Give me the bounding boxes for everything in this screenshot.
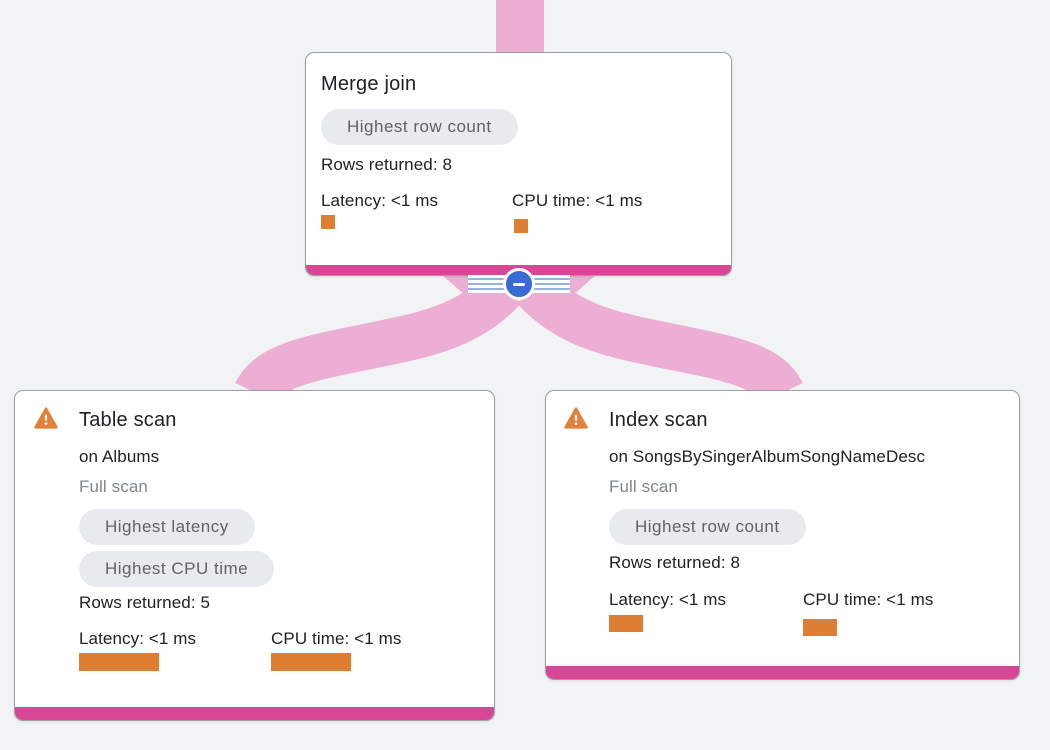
- latency-label: Latency: <1 ms: [321, 191, 439, 210]
- node-index-scan[interactable]: Index scan on SongsBySingerAlbumSongName…: [545, 390, 1020, 680]
- scan-type-label: Full scan: [79, 477, 148, 496]
- scan-type-label: Full scan: [609, 477, 678, 496]
- latency-bar: [79, 653, 159, 671]
- node-merge-join[interactable]: Merge join Highest row count Rows return…: [305, 52, 732, 276]
- cpu-time-label: CPU time: <1 ms: [271, 629, 402, 648]
- node-title: Index scan: [609, 409, 708, 431]
- warning-icon: [564, 407, 588, 429]
- badge-highest-row-count: Highest row count: [321, 109, 518, 145]
- rows-returned-label: Rows returned: 8: [609, 553, 741, 572]
- badge-highest-row-count: Highest row count: [609, 509, 806, 545]
- badge-highest-cpu-time: Highest CPU time: [79, 551, 275, 587]
- node-title: Table scan: [79, 409, 177, 431]
- node-subtitle: on Albums: [79, 447, 160, 466]
- rows-returned-label: Rows returned: 5: [79, 593, 211, 612]
- cpu-time-bar: [803, 619, 837, 636]
- node-table-scan[interactable]: Table scan on Albums Full scan Highest l…: [14, 390, 495, 721]
- latency-bar: [609, 615, 643, 632]
- node-subtitle: on SongsBySingerAlbumSongNameDesc: [609, 447, 926, 466]
- node-accent-bar: [15, 707, 494, 720]
- cpu-time-label: CPU time: <1 ms: [803, 590, 934, 609]
- latency-label: Latency: <1 ms: [609, 590, 727, 609]
- warning-icon: [34, 407, 58, 429]
- node-title: Merge join: [321, 73, 417, 95]
- latency-bar: [321, 215, 335, 229]
- node-accent-bar: [546, 666, 1019, 679]
- cpu-time-bar: [271, 653, 351, 671]
- edge-merge-join-to-table-scan: [235, 271, 522, 405]
- badge-highest-latency: Highest latency: [79, 509, 255, 545]
- collapse-edges-button[interactable]: [503, 268, 535, 300]
- latency-label: Latency: <1 ms: [79, 629, 197, 648]
- edge-merge-join-to-index-scan: [516, 271, 803, 405]
- cpu-time-bar: [514, 219, 528, 233]
- cpu-time-label: CPU time: <1 ms: [512, 191, 643, 210]
- rows-returned-label: Rows returned: 8: [321, 155, 453, 174]
- minus-icon: [513, 282, 525, 286]
